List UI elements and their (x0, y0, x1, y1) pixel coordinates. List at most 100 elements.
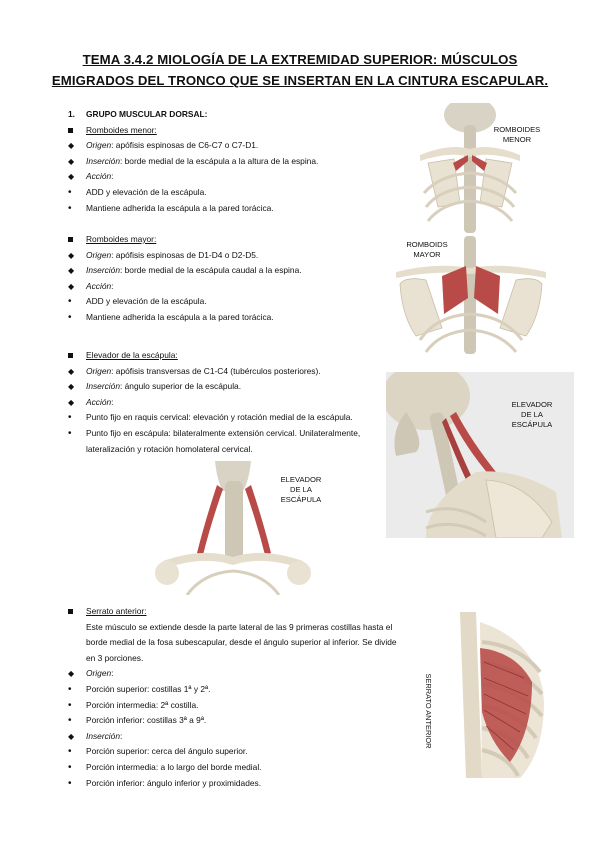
figure-label-line: ESCÁPULA (511, 420, 553, 429)
title-line-2: EMIGRADOS DEL TRONCO QUE SE INSERTAN EN … (51, 73, 549, 88)
list-item: ADD y elevación de la escápula. (86, 186, 207, 197)
group-number: 1. (68, 109, 75, 119)
list-item: Porción intermedia: a lo largo del borde… (86, 761, 262, 772)
figure-label-line: ESCÁPULA (280, 495, 322, 504)
accion-text: : (111, 396, 114, 407)
diamond-bullet-icon: ◆ (68, 266, 75, 276)
figure-label: SERRATO ANTERIOR (420, 652, 433, 772)
lateral-skeleton-illustration (386, 372, 574, 538)
bullet-icon: • (68, 761, 72, 773)
origen-label: Origen (86, 140, 112, 151)
square-bullet-icon (68, 123, 73, 139)
list-item: ADD y elevación de la escápula. (86, 296, 207, 307)
list-item: Mantiene adherida la escápula a la pared… (86, 311, 274, 322)
section-elevador: Elevador de la escápula: ◆ Origen: apófis… (68, 348, 406, 457)
section-romboides-mayor: Romboides mayor: ◆ Origen: apófisis espin… (68, 232, 396, 326)
origen-text: : apófisis espinosas de D1-D4 o D2-D5. (111, 249, 259, 260)
square-bullet-icon (68, 604, 73, 620)
bullet-icon: • (68, 683, 72, 695)
origen-label: Origen (86, 249, 112, 260)
list-item: Punto fijo en raquis cervical: elevación… (86, 412, 353, 423)
serrato-figure: SERRATO ANTERIOR (420, 612, 550, 778)
diamond-bullet-icon: ◆ (68, 669, 75, 679)
diamond-bullet-icon: ◆ (68, 172, 75, 182)
elevador-frontal-figure: ELEVADOR DE LA ESCÁPULA (153, 461, 349, 595)
insercion-text: : (119, 730, 123, 741)
serrato-heading: Serrato anterior: (86, 606, 147, 616)
serrato-description: Este músculo se extiende desde la parte … (86, 621, 393, 632)
list-item: Porción superior: costillas 1ª y 2ª. (86, 683, 211, 694)
bullet-icon: • (68, 412, 72, 424)
frontal-skeleton-illustration (153, 461, 349, 595)
diamond-bullet-icon: ◆ (68, 731, 75, 741)
serrato-description: borde medial de la fosa subescapular, de… (86, 637, 397, 648)
romboides-mayor-figure: ROMBOIDS MAYOR (396, 236, 546, 354)
insercion-text: : borde medial de la escápula a la altur… (119, 155, 319, 166)
bullet-icon: • (68, 777, 72, 789)
section-serrato: Serrato anterior: Este músculo se extien… (68, 604, 426, 791)
origen-label: Origen (86, 668, 112, 679)
diamond-bullet-icon: ◆ (68, 366, 75, 376)
square-bullet-icon (68, 348, 73, 364)
diamond-bullet-icon: ◆ (68, 156, 75, 166)
figure-label-line: MAYOR (413, 250, 441, 259)
bullet-icon: • (68, 296, 72, 308)
list-item: Porción inferior: costillas 3ª a 9ª. (86, 715, 207, 726)
accion-text: : (111, 280, 114, 291)
bullet-icon: • (68, 186, 72, 198)
bullet-icon: • (68, 699, 72, 711)
bullet-icon: • (68, 715, 72, 727)
serrato-description: en 3 porciones. (86, 652, 144, 663)
bullet-icon: • (68, 202, 72, 214)
group-heading: GRUPO MUSCULAR DORSAL: (86, 109, 208, 119)
figure-label-vertical: SERRATO ANTERIOR (424, 673, 433, 749)
bullet-icon: • (68, 746, 72, 758)
accion-label: Acción (86, 171, 112, 182)
accion-label: Acción (86, 280, 112, 291)
section-romboides-menor: 1. GRUPO MUSCULAR DORSAL: Romboides menor… (68, 107, 396, 216)
figure-label: ELEVADOR DE LA ESCÁPULA (263, 475, 339, 505)
posterior-skeleton-illustration (396, 236, 546, 354)
figure-label-line: ROMBOIDES (493, 125, 541, 134)
figure-label-line: ROMBOIDS (406, 240, 448, 249)
origen-text: : apófisis espinosas de C6-C7 o C7-D1. (111, 140, 259, 151)
posterior-skeleton-illustration (420, 103, 552, 233)
accion-text: : (111, 171, 114, 182)
list-item: Mantiene adherida la escápula a la pared… (86, 202, 274, 213)
lateral-thorax-illustration (420, 612, 550, 778)
romboides-mayor-heading: Romboides mayor: (86, 234, 157, 244)
insercion-text: : borde medial de la escápula caudal a l… (119, 265, 302, 276)
list-item: Punto fijo en escápula: bilateralmente e… (86, 427, 361, 438)
diamond-bullet-icon: ◆ (68, 141, 75, 151)
bullet-icon: • (68, 427, 72, 439)
list-item: Porción inferior: ángulo inferior y prox… (86, 777, 262, 788)
figure-label-line: DE LA (290, 485, 312, 494)
figure-label-line: DE LA (521, 410, 543, 419)
origen-label: Origen (86, 365, 112, 376)
figure-label: ROMBOIDES MENOR (482, 125, 552, 145)
square-bullet-icon (68, 232, 73, 248)
diamond-bullet-icon: ◆ (68, 397, 75, 407)
accion-label: Acción (86, 396, 112, 407)
list-item: Porción intermedia: 2ª costilla. (86, 699, 199, 710)
figure-label-line: ELEVADOR (511, 400, 553, 409)
diamond-bullet-icon: ◆ (68, 382, 75, 392)
insercion-label: Inserción (86, 155, 120, 166)
list-item: Porción superior: cerca del ángulo super… (86, 746, 248, 757)
figure-label: ROMBOIDS MAYOR (396, 240, 458, 260)
title-line-1: TEMA 3.4.2 MIOLOGÍA DE LA EXTREMIDAD SUP… (82, 52, 518, 67)
bullet-icon: • (68, 311, 72, 323)
romboides-menor-heading: Romboides menor: (86, 124, 157, 135)
romboides-menor-figure: ROMBOIDES MENOR (420, 103, 552, 233)
figure-label: ELEVADOR DE LA ESCÁPULA (492, 400, 572, 430)
figure-label-line: ELEVADOR (280, 475, 322, 484)
insercion-text: : ángulo superior de la escápula. (119, 381, 242, 392)
figure-label-line: MENOR (502, 135, 532, 144)
document-title: TEMA 3.4.2 MIOLOGÍA DE LA EXTREMIDAD SUP… (40, 49, 560, 91)
origen-text: : apófisis transversas de C1-C4 (tubércu… (111, 365, 321, 376)
elevador-heading: Elevador de la escápula: (86, 350, 178, 360)
diamond-bullet-icon: ◆ (68, 250, 75, 260)
insercion-label: Inserción (86, 265, 120, 276)
list-item-continuation: lateralización y rotación homolateral ce… (86, 443, 253, 454)
insercion-label: Inserción (86, 381, 120, 392)
